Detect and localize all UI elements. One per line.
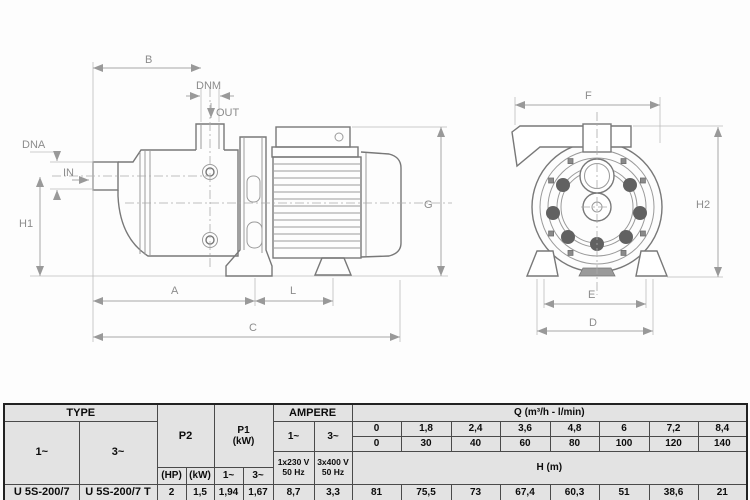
q-m3h-cell: 0 [351, 420, 402, 437]
dim-label-h1: H1 [19, 218, 33, 230]
type-3ph-header: 3~ [78, 420, 158, 485]
h-value-cell: 51 [598, 483, 650, 500]
dim-label-g: G [424, 199, 433, 211]
rim-bolts [548, 158, 646, 256]
q-lmin-cell: 0 [351, 435, 402, 452]
terminal-box-screw [334, 132, 344, 142]
amp-1ph-header: 1~ [272, 420, 315, 452]
support-bracket [225, 136, 273, 277]
casing-top [118, 149, 196, 163]
dim-label-f: F [585, 90, 592, 102]
h-header: H (m) [351, 450, 748, 485]
pump-side-view: B DNM OUT DNA IN H1 A L C G [19, 54, 452, 342]
p2-hp-header: (HP) [156, 466, 187, 485]
amp-1ph-volt: 1x230 V 50 Hz [272, 450, 315, 485]
spec-table: TYPE P2 P1 (kW) AMPERE Q (m³/h - l/min) … [3, 403, 749, 500]
p1-1ph-header: 1~ [213, 466, 244, 485]
h-value-cell: 38,6 [648, 483, 699, 500]
p2-kw-header: (kW) [185, 466, 215, 485]
q-m3h-cell: 7,2 [648, 420, 699, 437]
q-m3h-cell: 1,8 [400, 420, 452, 437]
amp-3ph-value: 3,3 [313, 483, 353, 500]
motor-foot [313, 257, 353, 276]
p1-1ph-value: 1,94 [213, 483, 244, 500]
q-m3h-cell: 6 [598, 420, 650, 437]
dim-label-h2: H2 [696, 199, 710, 211]
motor-fins [274, 163, 360, 249]
h-value-cell: 21 [697, 483, 748, 500]
p2-header: P2 [156, 403, 215, 468]
type-3ph-value: U 5S-200/7 T [78, 483, 158, 500]
q-header: Q (m³/h - l/min) [351, 403, 748, 422]
fan-cover [360, 151, 402, 258]
amp-1ph-value: 8,7 [272, 483, 315, 500]
table-row: 1~ 3~ 1~ 3~ 0 1,8 2,4 3,6 4,8 6 7,2 8,4 [3, 420, 748, 485]
q-lmin-cell: 100 [598, 435, 650, 452]
table-row: 1x230 V 50 Hz 3x400 V 50 Hz H (m) [4, 450, 748, 485]
terminal-box [275, 126, 351, 148]
amp-3ph-volt: 3x400 V 50 Hz [313, 450, 353, 485]
dim-label-d: D [589, 317, 597, 329]
dim-label-l: L [290, 285, 296, 297]
pump-front-view: F H2 E D [511, 90, 723, 335]
h-value-cell: 60,3 [549, 483, 600, 500]
dim-label-c: C [249, 322, 257, 334]
dim-label-b: B [145, 54, 152, 66]
ampere-header: AMPERE [272, 403, 353, 422]
h-value-cell: 81 [351, 483, 402, 500]
q-lmin-cell: 30 [400, 435, 452, 452]
dim-label-e: E [588, 289, 595, 301]
type-header: TYPE [3, 403, 158, 422]
q-m3h-cell: 4,8 [549, 420, 600, 437]
q-lmin-cell: 60 [499, 435, 551, 452]
p2-kw-value: 1,5 [185, 483, 215, 500]
q-lmin-cell: 140 [697, 435, 748, 452]
q-lmin-cell: 120 [648, 435, 699, 452]
p1-header: P1 (kW) [213, 403, 274, 468]
pump-technical-drawing: B DNM OUT DNA IN H1 A L C G [19, 54, 723, 342]
type-1ph-value: U 5S-200/7 [3, 483, 80, 500]
front-foot-right [635, 250, 669, 277]
p2-hp-value: 2 [156, 483, 187, 500]
q-m3h-cell: 3,6 [499, 420, 551, 437]
front-foot-left [525, 250, 559, 277]
q-m3h-cell: 8,4 [697, 420, 748, 437]
q-m3h-cell: 2,4 [450, 420, 501, 437]
q-lmin-cell: 40 [450, 435, 501, 452]
h-value-cell: 67,4 [499, 483, 551, 500]
type-1ph-header: 1~ [3, 420, 80, 485]
p1-3ph-value: 1,67 [242, 483, 274, 500]
table-data-row: U 5S-200/7 U 5S-200/7 T 2 1,5 1,94 1,67 … [3, 483, 748, 500]
dim-label-dna: DNA [22, 139, 46, 151]
h-value-cell: 75,5 [400, 483, 452, 500]
fan-openings [546, 178, 647, 251]
dim-label-dnm: DNM [196, 80, 221, 92]
dim-label-out: OUT [216, 107, 240, 119]
dim-label-in: IN [63, 167, 74, 179]
table-row: (HP) (kW) 1~ 3~ [4, 466, 747, 485]
q-lmin-cell: 80 [549, 435, 600, 452]
amp-3ph-header: 3~ [313, 420, 353, 452]
table-row: TYPE P2 P1 (kW) AMPERE Q (m³/h - l/min) [3, 403, 748, 468]
h-value-cell: 73 [450, 483, 501, 500]
casing-body [117, 149, 239, 257]
p1-3ph-header: 3~ [242, 466, 274, 485]
motor-body [272, 156, 362, 259]
dim-label-a: A [171, 285, 179, 297]
